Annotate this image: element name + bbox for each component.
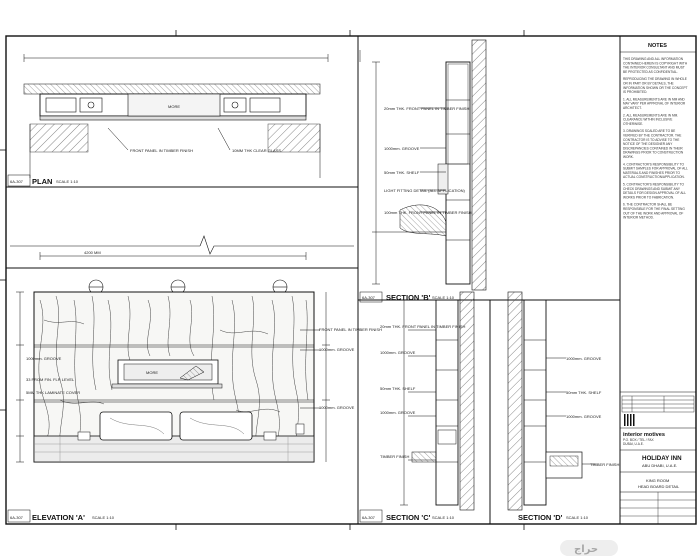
- section-d-note-3: 1000mm. GROOVE: [566, 414, 602, 419]
- plan-title: PLAN: [32, 177, 52, 186]
- section-c-scale: SCALE 1:10: [432, 515, 455, 520]
- section-b-ref: 6A-307: [362, 295, 376, 300]
- plan-note-right: 10MM THK CLEAR GLASS: [232, 148, 281, 153]
- section-c-note-5: TIMBER FINISH: [380, 454, 409, 459]
- section-d-note-1: 1000mm. GROOVE: [566, 356, 602, 361]
- plan-view: MORE FRONT PANEL IN TIMBER FINISH 10MM T…: [7, 50, 361, 187]
- section-b-scale: SCALE 1:10: [432, 295, 455, 300]
- section-d-view: 1000mm. GROOVE 50mm THK. SHELF 1000mm. G…: [507, 291, 619, 522]
- watermark: حراج: [560, 540, 618, 556]
- section-b-note-3: 50mm THK. SHELF: [384, 170, 420, 175]
- section-b-note-1: 20mm THK. FRONT PANEL IN TIMBER FINISH: [384, 106, 469, 111]
- project-name: HOLIDAY INN: [642, 455, 682, 462]
- elevation-tv-label: MORE: [146, 370, 158, 375]
- section-b-title: SECTION 'B': [386, 293, 431, 302]
- svg-text:P.O. BOX / TEL / FAX: P.O. BOX / TEL / FAX: [623, 438, 654, 442]
- section-c-title: SECTION 'C': [386, 513, 431, 522]
- elevation-scale: SCALE 1:10: [92, 515, 115, 520]
- section-b-note-5: 100mm THK. FRONT PANEL IN TIMBER FINISH: [384, 210, 472, 215]
- plan-ref: 6A-307: [10, 179, 24, 184]
- elevation-left-note-3: 5MM THK LAMINATE COVER: [26, 390, 80, 395]
- section-c-note-1: 20mm THK. FRONT PANEL IN TIMBER FINISH: [380, 324, 465, 329]
- section-b-note-4: LIGHT FITTING DETAIL (ALL APPLICATION): [384, 188, 465, 193]
- elevation-left-note-2: 33 FROM FIN. FLR LEVEL: [26, 377, 75, 382]
- elevation-top-dimension: 4200 MM: [84, 250, 101, 255]
- elevation-ref: 6A-307: [10, 515, 24, 520]
- section-d-title: SECTION 'D': [518, 513, 563, 522]
- svg-text:DUBAI, U.A.E.: DUBAI, U.A.E.: [623, 442, 644, 446]
- elevation-a-view: MORE FRONT PANEL IN TIMBER FINISH 1000mm…: [7, 279, 382, 523]
- company-name: interior motives: [623, 432, 665, 438]
- section-b-note-2: 1000mm. GROOVE: [384, 146, 420, 151]
- section-d-scale: SCALE 1:10: [566, 515, 589, 520]
- section-c-note-2: 1000mm. GROOVE: [380, 350, 416, 355]
- elevation-right-note-2: 1000mm. GROOVE: [319, 347, 355, 352]
- section-d-note-4: TIMBER FINISH: [590, 462, 619, 467]
- elevation-title: ELEVATION 'A': [32, 513, 85, 522]
- section-c-ref: 6A-307: [362, 515, 376, 520]
- section-c-note-3: 50mm THK. SHELF: [380, 386, 416, 391]
- section-c-note-4: 1000mm. GROOVE: [380, 410, 416, 415]
- elevation-left-note-1: 1000mm. GROOVE: [26, 356, 62, 361]
- section-b-view: 20mm THK. FRONT PANEL IN TIMBER FINISH 1…: [359, 39, 487, 303]
- break-line-band: 4200 MM: [10, 235, 354, 260]
- plan-note-left: FRONT PANEL IN TIMBER FINISH: [130, 148, 193, 153]
- elevation-right-note-3: 1000mm. GROOVE: [319, 405, 355, 410]
- drawing-title-1: KING ROOM: [646, 478, 669, 483]
- notes-heading: NOTES: [648, 43, 667, 49]
- note-item: 2. ALL MEASUREMENTS ARE IN MM.CLEARANCE …: [623, 113, 678, 126]
- section-d-note-2: 50mm THK. SHELF: [566, 390, 602, 395]
- watermark-text: حراج: [574, 544, 598, 555]
- plan-scale: SCALE 1:10: [56, 179, 79, 184]
- elevation-right-note-1: FRONT PANEL IN TIMBER FINISH: [319, 327, 382, 332]
- section-c-view: 20mm THK. FRONT PANEL IN TIMBER FINISH 1…: [359, 291, 475, 523]
- drawing-title-2: HEAD BOARD DETAIL: [638, 484, 680, 489]
- project-location: ABU DHABI, U.A.E.: [642, 463, 677, 468]
- plan-tv-label: MORE: [168, 104, 180, 109]
